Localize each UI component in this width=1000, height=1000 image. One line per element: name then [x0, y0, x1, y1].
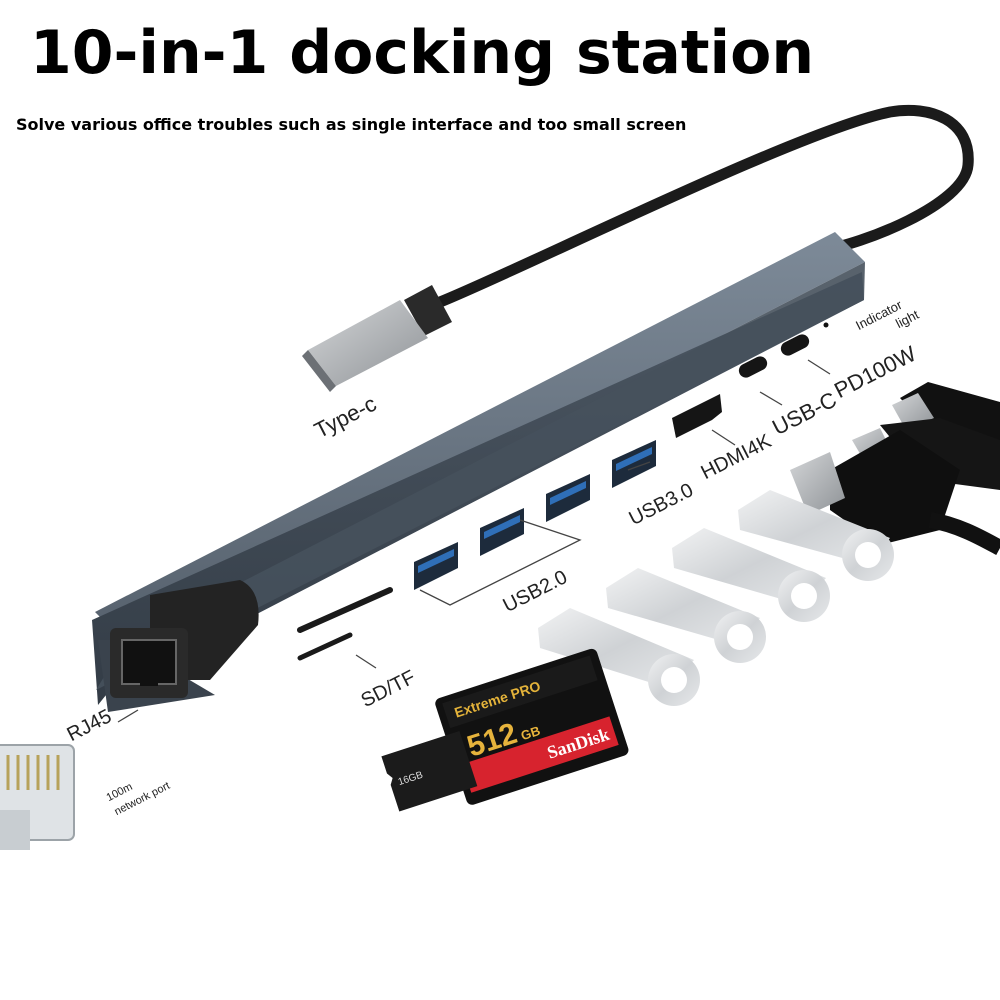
usb-ports: [414, 440, 656, 590]
leader-usb2: [419, 519, 582, 606]
hub-body: [92, 232, 865, 712]
usb-c-port: [738, 356, 768, 378]
indicator-led: [823, 322, 829, 328]
sd-unit-text: GB: [519, 723, 542, 743]
page-subtitle: Solve various office troubles such as si…: [16, 115, 687, 134]
type-c-plug: [302, 285, 452, 392]
leader-usb3: [627, 461, 651, 471]
hdmi-port: [672, 394, 722, 438]
cable: [434, 104, 974, 308]
pd-port: [780, 334, 810, 356]
sd-card: Extreme PRO 512 GB SanDisk: [435, 648, 629, 805]
rj45-connector: [0, 744, 75, 850]
card-slots: [297, 587, 393, 661]
cable-connectors: [790, 382, 1000, 556]
micro-sd-card: 16GB: [381, 731, 478, 812]
rj45-block: [110, 580, 259, 698]
page-title: 10-in-1 docking station: [30, 18, 815, 88]
flash-drives: [538, 490, 894, 706]
